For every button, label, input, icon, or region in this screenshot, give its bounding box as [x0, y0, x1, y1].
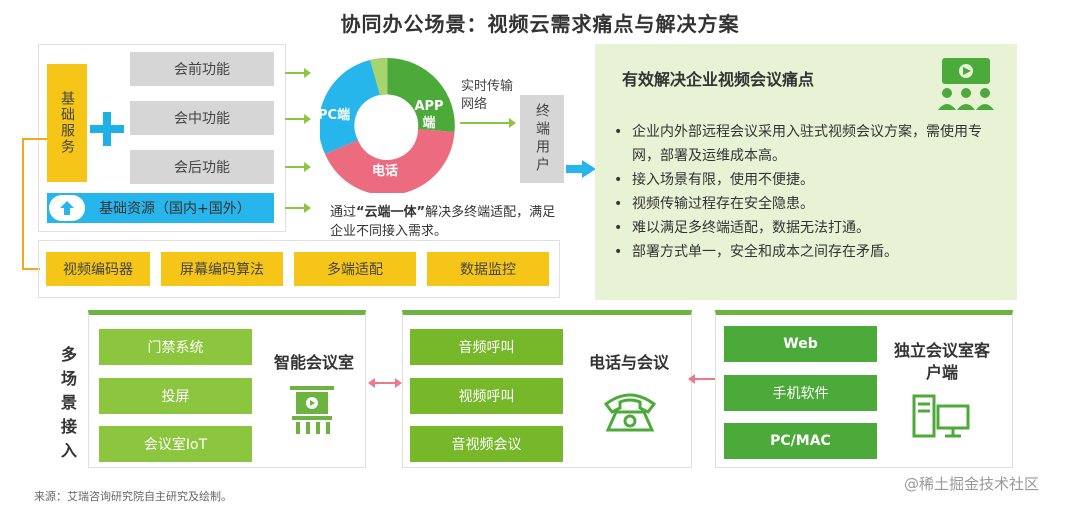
- telephone-icon: [603, 393, 657, 432]
- arrow-base-resource: [285, 203, 311, 213]
- watermark: @稀土掘金技术社区: [904, 475, 1040, 493]
- data-monitoring-box: 数据监控: [427, 252, 549, 286]
- pain-point-item: 部署方式单一，安全和成本之间存在矛盾。: [612, 240, 1002, 264]
- orange-connector-vertical: [22, 138, 24, 270]
- realtime-arrow: [460, 118, 516, 128]
- screen-encoding-box: 屏幕编码算法: [161, 252, 283, 286]
- page-title: 协同办公场景：视频云需求痛点与解决方案: [340, 12, 740, 36]
- pain-point-item: 难以满足多终端适配，数据无法打通。: [612, 216, 1002, 240]
- in-meeting-function: 会中功能: [130, 101, 274, 135]
- scene-title-smart-room: 智能会议室: [273, 353, 354, 372]
- multi-terminal-box: 多端适配: [294, 252, 416, 286]
- pain-points-list: 企业内外部远程会议采用入驻式视频会议方案，需使用专网，部署及运维成本高。 接入场…: [612, 120, 1002, 264]
- scene-item-room-iot: 会议室IoT: [99, 426, 252, 462]
- base-service-box: 基础服务: [47, 64, 87, 182]
- arrow-post-meeting: [285, 162, 311, 172]
- source-note: 来源：艾瑞咨询研究院自主研究及绘制。: [34, 490, 232, 503]
- scene-title-phone-meeting: 电话与会议: [588, 353, 669, 372]
- donut-label-app: APP端: [414, 99, 444, 131]
- pain-point-item: 企业内外部远程会议采用入驻式视频会议方案，需使用专网，部署及运维成本高。: [612, 120, 1002, 168]
- post-meeting-function: 会后功能: [130, 150, 274, 184]
- encoder-panel: [38, 240, 560, 298]
- bidirectional-arrow-1: [368, 378, 402, 388]
- pain-point-item: 视频传输过程存在安全隐患。: [612, 192, 1002, 216]
- pain-point-item: 接入场景有限，使用不便捷。: [612, 168, 1002, 192]
- terminal-donut-chart: [320, 58, 455, 193]
- right-arrow-icon: [566, 160, 596, 178]
- donut-label-phone: 电话: [372, 164, 399, 179]
- donut-label-pc: PC端: [318, 108, 351, 123]
- scene-item-video-call: 视频呼叫: [410, 378, 563, 414]
- orange-connector-top: [22, 138, 47, 140]
- realtime-network-label: 实时传输网络: [461, 79, 514, 112]
- scene-item-mobile-app: 手机软件: [724, 375, 877, 411]
- scene-title-client: 独立会议室客户端: [893, 341, 990, 382]
- smart-room-icon: [290, 386, 334, 434]
- scene-item-web: Web: [724, 326, 877, 362]
- cloud-upload-icon: [49, 195, 85, 221]
- arrow-pre-meeting: [285, 68, 311, 78]
- orange-connector-bottom: [22, 268, 40, 270]
- scene-item-screen-cast: 投屏: [99, 378, 252, 414]
- video-meeting-icon: [938, 58, 994, 110]
- pre-meeting-function: 会前功能: [130, 52, 274, 86]
- scene-item-pc-mac: PC/MAC: [724, 423, 877, 459]
- arrow-in-meeting: [285, 114, 311, 124]
- multi-scene-label: 多场景接入: [60, 345, 77, 460]
- desktop-client-icon: [912, 394, 970, 438]
- scene-item-av-meeting: 音视频会议: [410, 426, 563, 462]
- scene-item-audio-call: 音频呼叫: [410, 329, 563, 365]
- cloud-note: 通过“云端一体”解决多终端适配，满足企业不同接入需求。: [330, 205, 556, 239]
- video-encoder-box: 视频编码器: [46, 252, 150, 286]
- plus-icon: [90, 112, 124, 146]
- pain-points-title: 有效解决企业视频会议痛点: [622, 70, 815, 89]
- scene-item-access-control: 门禁系统: [99, 329, 252, 365]
- end-user-box: 终端用户: [520, 95, 564, 183]
